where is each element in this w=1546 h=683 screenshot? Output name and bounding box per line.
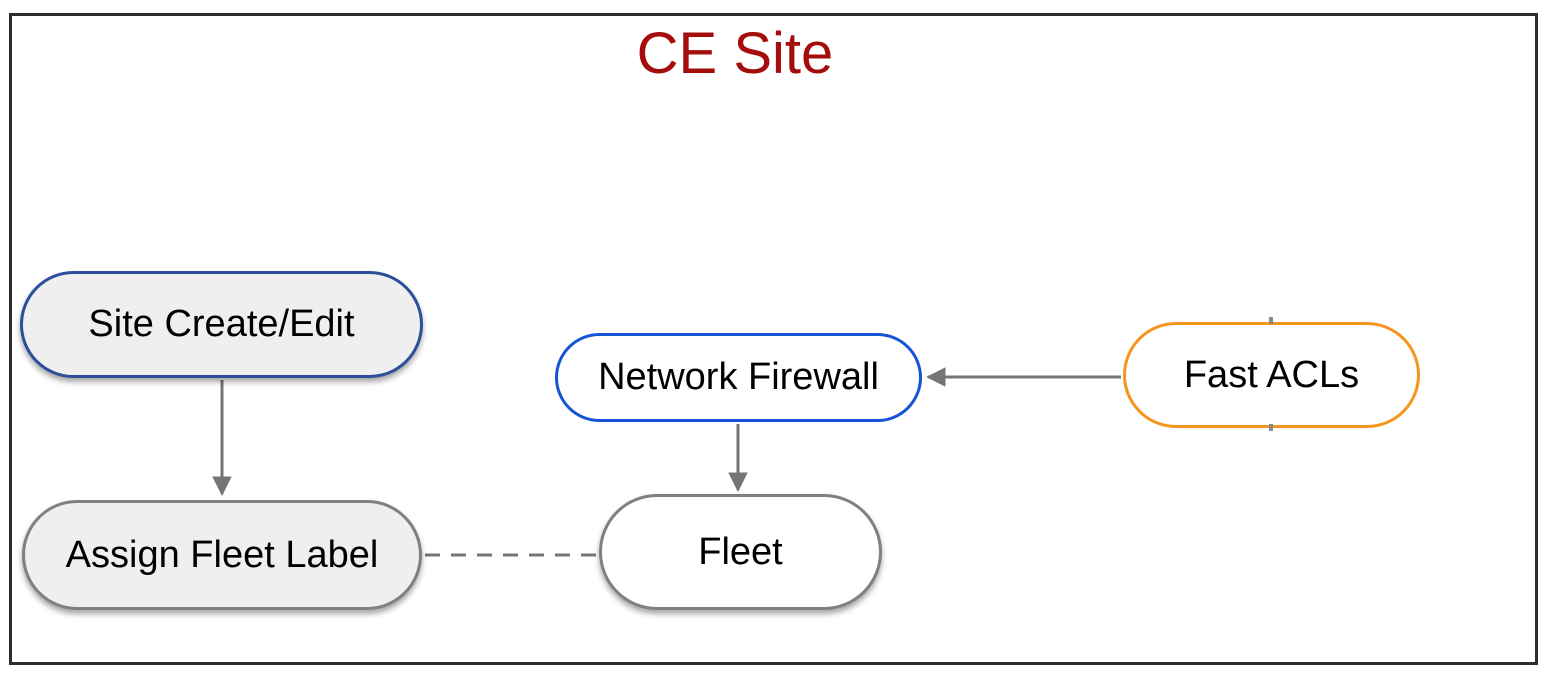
node-assign-fleet-label: Assign Fleet Label xyxy=(22,500,422,610)
node-assign-fleet-label-label: Assign Fleet Label xyxy=(65,533,379,576)
node-network-firewall: Network Firewall xyxy=(555,333,922,422)
node-fleet-label: Fleet xyxy=(698,530,783,573)
fast-acls-anchor-tick-top xyxy=(1269,317,1273,324)
diagram-title: CE Site xyxy=(636,21,834,86)
node-fast-acls: Fast ACLs xyxy=(1123,322,1420,428)
node-site-create-edit-label: Site Create/Edit xyxy=(88,303,355,345)
node-fleet: Fleet xyxy=(599,494,882,610)
node-network-firewall-label: Network Firewall xyxy=(598,356,879,398)
node-site-create-edit: Site Create/Edit xyxy=(20,271,423,378)
fast-acls-anchor-tick-bottom xyxy=(1269,424,1273,431)
node-fast-acls-label: Fast ACLs xyxy=(1183,353,1360,396)
